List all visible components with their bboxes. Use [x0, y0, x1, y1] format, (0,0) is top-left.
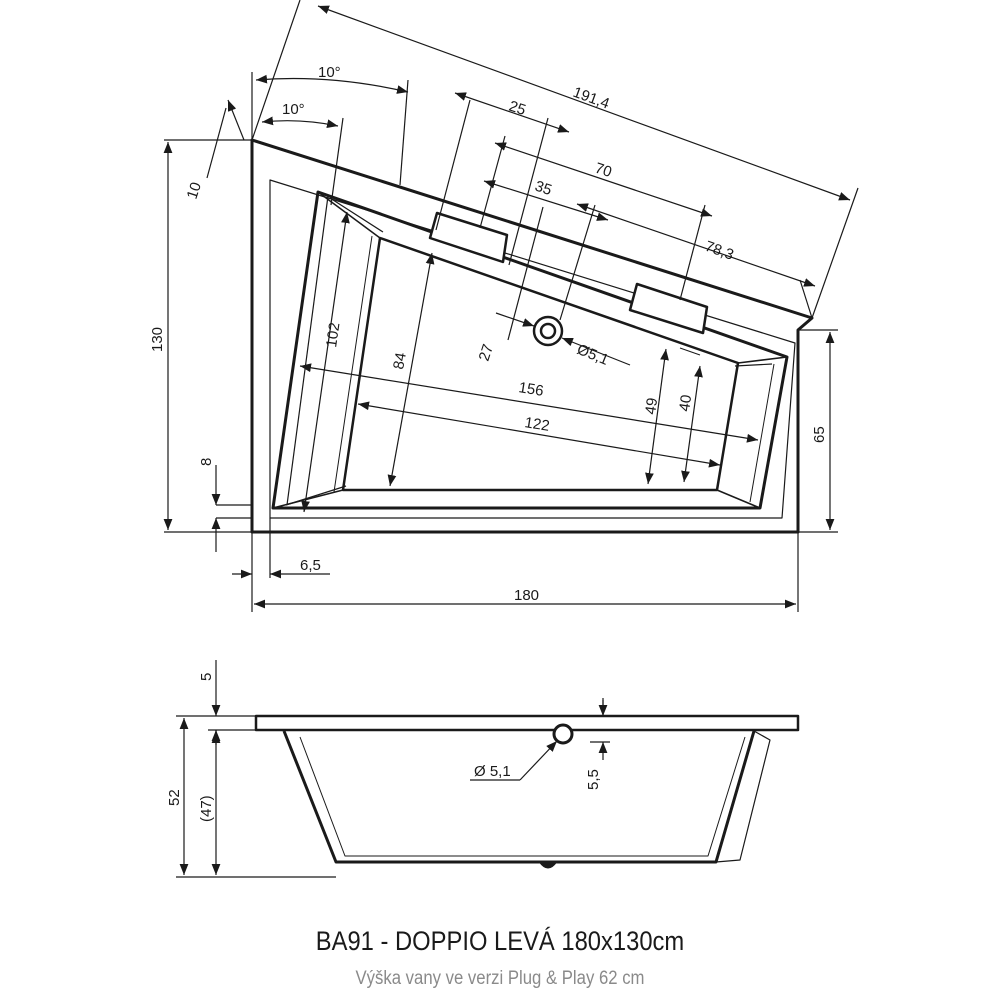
label-dist-78-3: 78,3: [703, 238, 736, 264]
drawing-subtitle: Výška vany ve verzi Plug & Play 62 cm: [355, 968, 645, 989]
section-dimension-lines: [176, 660, 610, 878]
tub-outer-outline: [250, 138, 814, 534]
section-rim: [254, 714, 800, 732]
label-inner-84: 84: [390, 351, 410, 370]
label-width-180: 180: [514, 587, 539, 604]
label-depth-40: 40: [676, 394, 695, 413]
label-dist-70: 70: [593, 160, 614, 181]
label-diagonal-191-4: 191,4: [571, 84, 612, 113]
label-height-130: 130: [149, 327, 166, 352]
overflow-drain-icon: [532, 315, 564, 347]
label-drain-5-5: 5,5: [585, 769, 602, 790]
label-angle-inner: 10°: [282, 101, 305, 118]
headrest-left: [428, 211, 509, 264]
label-rim-8: 8: [198, 458, 215, 466]
plan-dimension-lines: [163, 0, 859, 612]
headrest-right: [628, 282, 709, 335]
section-view: [254, 714, 800, 869]
drawing-title: BA91 - DOPPIO LEVÁ 180x130cm: [315, 926, 685, 956]
label-inner-102: 102: [323, 321, 343, 348]
label-dist-25: 25: [507, 98, 528, 119]
label-section-drain-diameter: Ø 5,1: [474, 763, 511, 780]
label-drain-27: 27: [476, 342, 497, 363]
label-rim-10: 10: [184, 180, 205, 201]
section-dimension-labels: 5 52 (47) Ø 5,1 5,5: [166, 673, 602, 822]
label-rim-5: 5: [198, 673, 215, 681]
label-dist-35: 35: [533, 178, 554, 199]
label-depth-49: 49: [642, 397, 661, 416]
label-offset-6-5: 6,5: [300, 557, 321, 574]
section-drain-icon: [552, 723, 574, 745]
label-drain-diameter: Ø5,1: [575, 341, 612, 369]
tub-rim-band: [269, 179, 796, 519]
label-length-122: 122: [523, 414, 550, 435]
section-body: [282, 730, 756, 864]
label-length-156: 156: [517, 379, 544, 400]
label-depth-47: (47): [198, 795, 215, 822]
label-angle-outer: 10°: [318, 64, 341, 81]
label-height-52: 52: [166, 789, 183, 806]
label-side-65: 65: [811, 426, 828, 443]
